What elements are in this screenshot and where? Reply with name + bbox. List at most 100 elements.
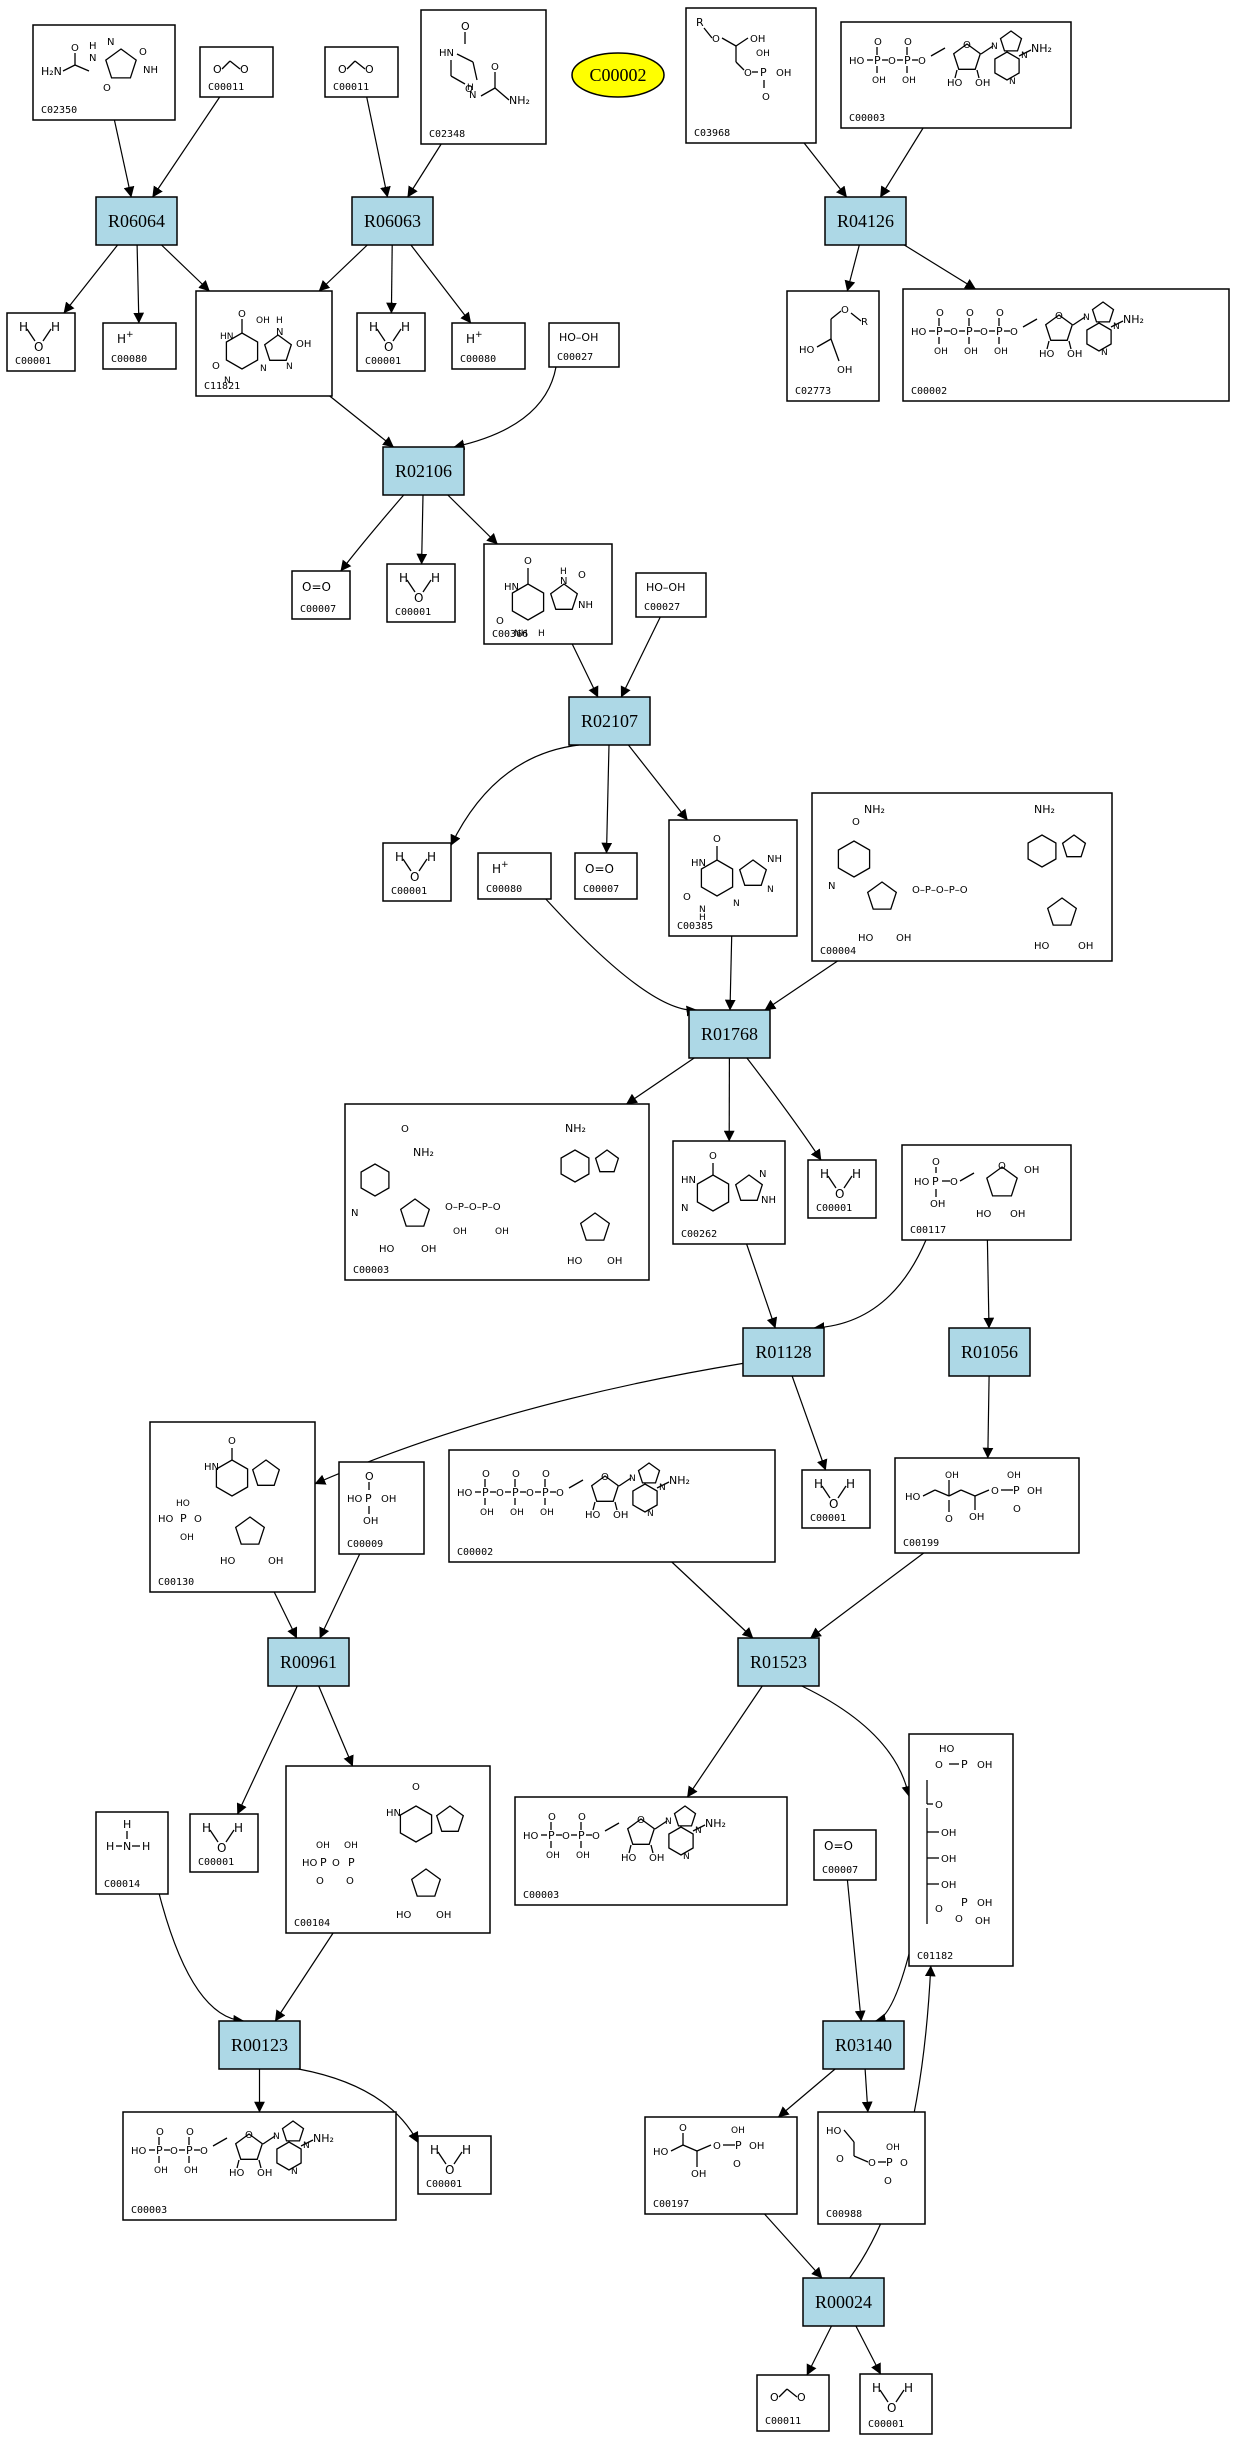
reaction-node-r01768[interactable]: R01768 — [688, 1009, 771, 1059]
compound-box[interactable] — [448, 1449, 776, 1563]
reaction-node-r00024[interactable]: R00024 — [802, 2277, 885, 2327]
compound-box[interactable] — [902, 288, 1230, 402]
compound-box[interactable] — [807, 1159, 877, 1219]
reaction-box[interactable] — [688, 1009, 771, 1059]
reaction-node-r06063[interactable]: R06063 — [351, 196, 434, 246]
reaction-node-r06064[interactable]: R06064 — [95, 196, 178, 246]
compound-box[interactable] — [451, 322, 526, 370]
reaction-node-r01056[interactable]: R01056 — [948, 1327, 1031, 1377]
compound-box[interactable] — [901, 1144, 1072, 1241]
compound-box[interactable] — [756, 2374, 830, 2432]
reaction-box[interactable] — [802, 2277, 885, 2327]
compound-box[interactable] — [6, 312, 76, 372]
reaction-box[interactable] — [267, 1637, 350, 1687]
reaction-box[interactable] — [568, 696, 651, 746]
compound-node-c02348[interactable]: OHNONHONH₂C02348HN-CHO / NH-CO-NH2 — [420, 9, 547, 145]
compound-box[interactable] — [195, 290, 333, 397]
compound-box[interactable] — [344, 1103, 650, 1281]
reaction-box[interactable] — [737, 1637, 820, 1687]
compound-box[interactable] — [189, 1813, 259, 1873]
compound-box[interactable] — [291, 570, 351, 620]
reaction-node-r04126[interactable]: R04126 — [824, 196, 907, 246]
compound-box[interactable] — [483, 543, 613, 645]
reaction-node-r00961[interactable]: R00961 — [267, 1637, 350, 1687]
compound-box[interactable] — [908, 1733, 1014, 1967]
compound-box[interactable] — [811, 792, 1113, 962]
compound-box[interactable] — [548, 322, 620, 368]
compound-box[interactable] — [817, 2111, 926, 2225]
compound-box[interactable] — [199, 46, 274, 98]
highlight-node[interactable] — [571, 52, 665, 98]
reaction-node-r01128[interactable]: R01128 — [742, 1327, 825, 1377]
compound-box[interactable] — [95, 1811, 169, 1895]
compound-box[interactable] — [417, 2135, 492, 2195]
compound-box[interactable] — [338, 1461, 425, 1555]
reaction-node-r00123[interactable]: R00123 — [218, 2020, 301, 2070]
reaction-box[interactable] — [742, 1327, 825, 1377]
compound-box[interactable] — [32, 24, 176, 121]
compound-box[interactable] — [635, 572, 707, 618]
compound-box[interactable] — [801, 1469, 871, 1529]
compound-box[interactable] — [324, 46, 399, 98]
compound-box[interactable] — [420, 9, 547, 145]
compound-box[interactable] — [813, 1829, 877, 1881]
compound-box[interactable] — [644, 2116, 798, 2215]
compound-box[interactable] — [894, 1457, 1080, 1554]
reaction-box[interactable] — [822, 2020, 905, 2070]
compound-box[interactable] — [382, 842, 452, 902]
compound-box[interactable] — [386, 563, 456, 623]
compound-box[interactable] — [685, 7, 817, 144]
reaction-box[interactable] — [824, 196, 907, 246]
reaction-node-r02106[interactable]: R02106 — [382, 446, 465, 496]
compound-box[interactable] — [514, 1796, 788, 1906]
compound-node-c00262[interactable]: OHNNNHNC00262hypoxanthine O, NH — [672, 1140, 786, 1245]
reaction-box[interactable] — [382, 446, 465, 496]
compound-box[interactable] — [574, 852, 638, 900]
compound-box[interactable] — [285, 1765, 491, 1934]
reaction-box[interactable] — [95, 196, 178, 246]
reaction-box[interactable] — [351, 196, 434, 246]
reaction-node-r03140[interactable]: R03140 — [822, 2020, 905, 2070]
reaction-node-r01523[interactable]: R01523 — [737, 1637, 820, 1687]
compound-box[interactable] — [122, 2111, 397, 2221]
